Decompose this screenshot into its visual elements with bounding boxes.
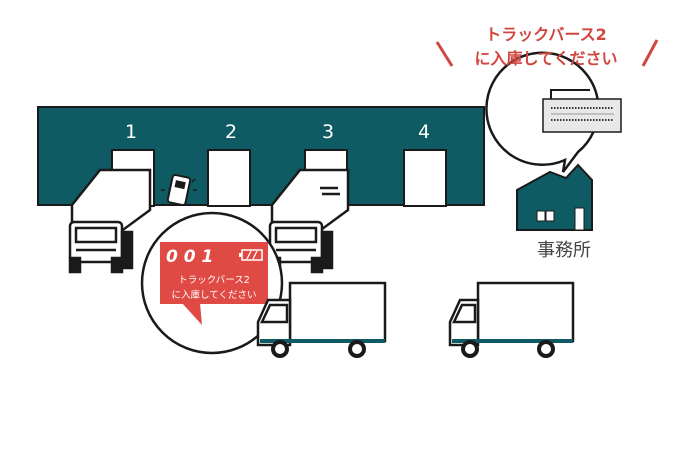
bay-door bbox=[403, 149, 447, 207]
office-speech-bubble bbox=[485, 51, 622, 173]
announcement: トラックバース2 に入庫してください bbox=[435, 25, 659, 68]
device-message-line2: に入庫してください bbox=[172, 289, 257, 301]
bay-number: 1 bbox=[125, 121, 137, 143]
announcement-line2: に入庫してください bbox=[474, 49, 617, 68]
bay-number: 3 bbox=[322, 121, 334, 143]
truck-icon bbox=[256, 281, 387, 358]
bay-2: 2 bbox=[207, 121, 251, 207]
ticket-number: 0 0 1 bbox=[166, 247, 213, 267]
office-building bbox=[516, 163, 593, 231]
battery-icon bbox=[239, 249, 263, 261]
bay-number: 4 bbox=[418, 121, 430, 143]
bay-door bbox=[207, 149, 251, 207]
announcement-line1: トラックバース2 bbox=[485, 25, 607, 44]
bay-number: 2 bbox=[225, 121, 237, 143]
truck-icon bbox=[268, 168, 350, 274]
handheld-terminal-icon bbox=[161, 173, 197, 207]
truck-icon bbox=[68, 168, 152, 274]
device-message-line1: トラックバース2 bbox=[178, 275, 250, 286]
reception-terminal-icon bbox=[542, 89, 622, 133]
device-speech-bubble: 0 0 1 トラックバース2 に入庫してください bbox=[140, 211, 284, 355]
truck-icon bbox=[448, 281, 575, 358]
office-label: 事務所 bbox=[537, 240, 591, 261]
bay-4: 4 bbox=[403, 121, 447, 207]
